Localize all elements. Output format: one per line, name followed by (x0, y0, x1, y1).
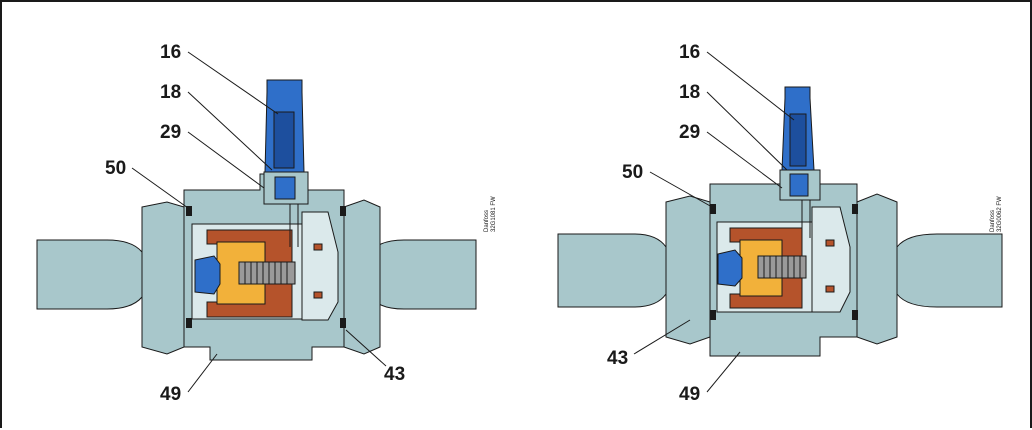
left-valve-outlet-chamber (301, 211, 339, 321)
right-valve (557, 86, 1003, 357)
callout-label: 29 (679, 122, 700, 143)
left-valve-armature (273, 111, 295, 169)
left-doc-code: Danfoss 32G1081 FW (484, 196, 497, 232)
right-valve-plunger (789, 173, 809, 197)
right-valve-piston-head (717, 249, 743, 287)
right-callouts: 16 18 29 50 43 49 (607, 42, 795, 405)
left-valve-outlet-pipe (369, 239, 477, 310)
callout-label: 18 (160, 82, 181, 103)
right-doc-code: Danfoss 32G0062 FW (990, 196, 1003, 232)
callout-label: 43 (607, 348, 628, 369)
right-valve-outlet-flange (856, 193, 898, 345)
right-valve-seal (710, 310, 716, 320)
right-valve-inlet-pipe (557, 233, 667, 308)
left-valve-seal (340, 318, 346, 328)
callout-label: 16 (679, 42, 700, 63)
left-callouts: 16 18 29 50 49 43 (105, 42, 405, 405)
right-valve-outlet-chamber (811, 206, 851, 313)
callout-label: 50 (105, 158, 126, 179)
left-valve-piston-head (194, 255, 221, 295)
callout-label: 16 (160, 42, 181, 63)
right-valve-outlet-pipe (896, 233, 1003, 308)
left-valve (36, 79, 477, 361)
left-valve-inlet-flange (141, 201, 185, 355)
right-valve-seal (852, 310, 858, 320)
callout-label: 49 (679, 384, 700, 405)
left-valve-plunger (274, 176, 296, 200)
left-valve-seal (186, 318, 192, 328)
left-valve-inlet-pipe (36, 239, 143, 310)
right-valve-inlet-flange (665, 195, 711, 345)
right-valve-seal (852, 204, 858, 214)
callout-label: 18 (679, 82, 700, 103)
right-valve-pilot-ports (825, 239, 835, 293)
doc-code-line: Danfoss (484, 210, 490, 232)
callout-label: 29 (160, 122, 181, 143)
left-valve-seal (340, 206, 346, 216)
left-valve-pilot-ports (313, 243, 323, 299)
right-valve-seal (710, 204, 716, 214)
doc-code-line: Danfoss (990, 210, 996, 232)
left-valve-seal (186, 206, 192, 216)
callout-label: 50 (622, 162, 643, 183)
callout-label: 43 (384, 364, 405, 385)
right-valve-armature (789, 113, 807, 167)
left-valve-outlet-flange (343, 199, 381, 355)
doc-code-line: 32G1081 FW (491, 196, 497, 232)
callout-label: 49 (160, 384, 181, 405)
doc-code-line: 32G0062 FW (997, 196, 1003, 232)
